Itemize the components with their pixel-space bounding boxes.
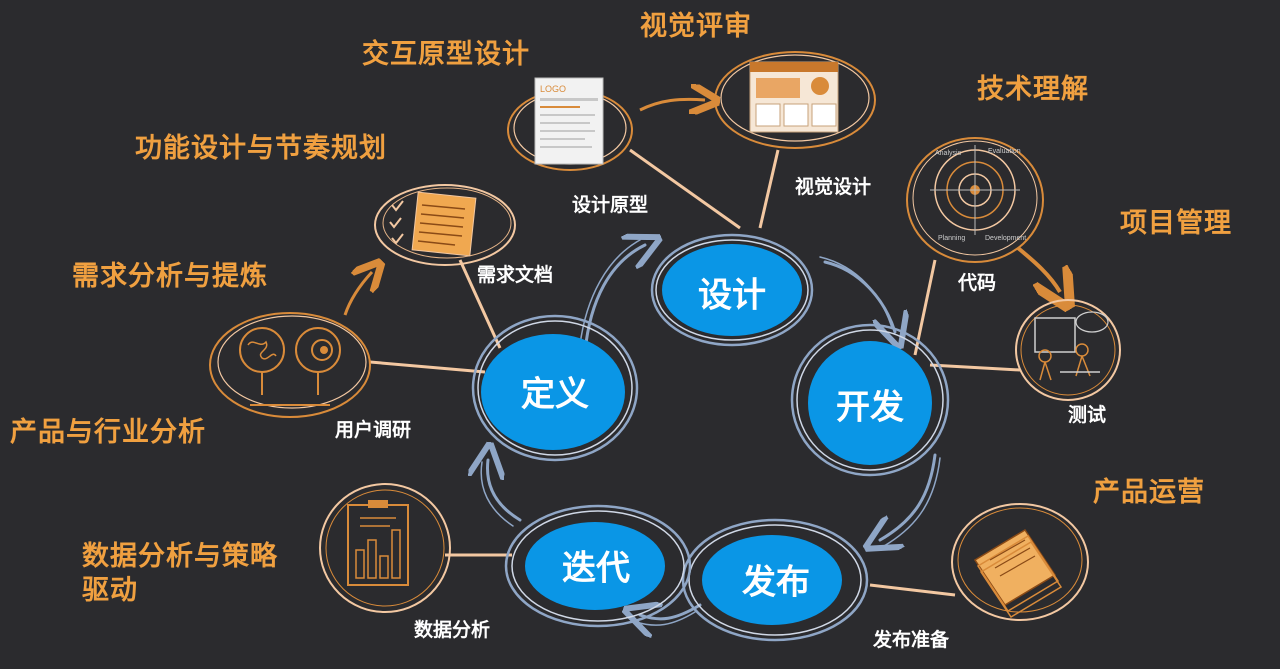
- skill-label-product-operations: 产品运营: [1093, 477, 1205, 508]
- testing-sketch-icon: [1015, 299, 1121, 401]
- stage-design: [650, 233, 814, 347]
- skill-label-product-industry-analysis: 产品与行业分析: [10, 417, 206, 448]
- svg-text:Development: Development: [985, 235, 1026, 242]
- visual-design-sketch-icon: [714, 51, 876, 149]
- requirements-doc-sketch-icon: [374, 184, 516, 266]
- orange-arrow-research-to-doc: [343, 272, 372, 316]
- target-sketch-icon: Analysis Evaluation Planning Development: [906, 137, 1044, 263]
- stage-iterate: [504, 504, 692, 628]
- release-prep-sketch-icon: [951, 503, 1089, 621]
- stage-label-design: 设计: [698, 275, 766, 316]
- stage-define: [471, 314, 639, 462]
- skill-label-interaction-prototype: 交互原型设计: [362, 39, 530, 70]
- svg-text:Evaluation: Evaluation: [988, 148, 1021, 155]
- artifact-label-data-analysis: 数据分析: [414, 619, 491, 641]
- prototype-sketch-icon: LOGO: [507, 77, 633, 171]
- svg-text:Analysis: Analysis: [935, 150, 962, 157]
- stage-label-iterate: 迭代: [562, 548, 630, 589]
- connector-lines: [369, 148, 1021, 597]
- cycle-arrows: [481, 240, 941, 625]
- orange-arrow-prototype-to-visual: [639, 99, 705, 110]
- artifact-label-prototype: 设计原型: [572, 194, 649, 216]
- skill-label-visual-review: 视觉评审: [640, 11, 752, 42]
- skill-label-requirement-refinement: 需求分析与提炼: [72, 261, 268, 292]
- stage-develop: [790, 323, 950, 477]
- skill-label-feature-planning: 功能设计与节奏规划: [135, 133, 387, 164]
- svg-text:Planning: Planning: [938, 235, 965, 242]
- artifact-label-code: 代码: [958, 272, 997, 294]
- skill-label-tech-understanding: 技术理解: [977, 74, 1089, 105]
- svg-text:LOGO: LOGO: [540, 84, 566, 94]
- artifact-label-release-prep: 发布准备: [873, 629, 950, 651]
- artifact-label-user-research: 用户调研: [335, 419, 412, 441]
- stage-label-release: 发布: [742, 562, 810, 603]
- stage-release: [681, 518, 869, 642]
- data-analysis-sketch-icon: [319, 483, 451, 613]
- stage-label-develop: 开发: [836, 387, 904, 428]
- orange-arrow-code-to-testing: [1016, 246, 1060, 292]
- artifact-label-testing: 测试: [1068, 404, 1107, 426]
- artifact-label-requirements-doc: 需求文档: [477, 264, 554, 286]
- skill-label-project-management: 项目管理: [1120, 208, 1232, 239]
- user-research-sketch-icon: [209, 312, 371, 418]
- skill-label-data-strategy: 数据分析与策略 驱动: [82, 541, 278, 606]
- artifact-label-visual-design: 视觉设计: [795, 176, 872, 198]
- stage-label-define: 定义: [521, 374, 589, 415]
